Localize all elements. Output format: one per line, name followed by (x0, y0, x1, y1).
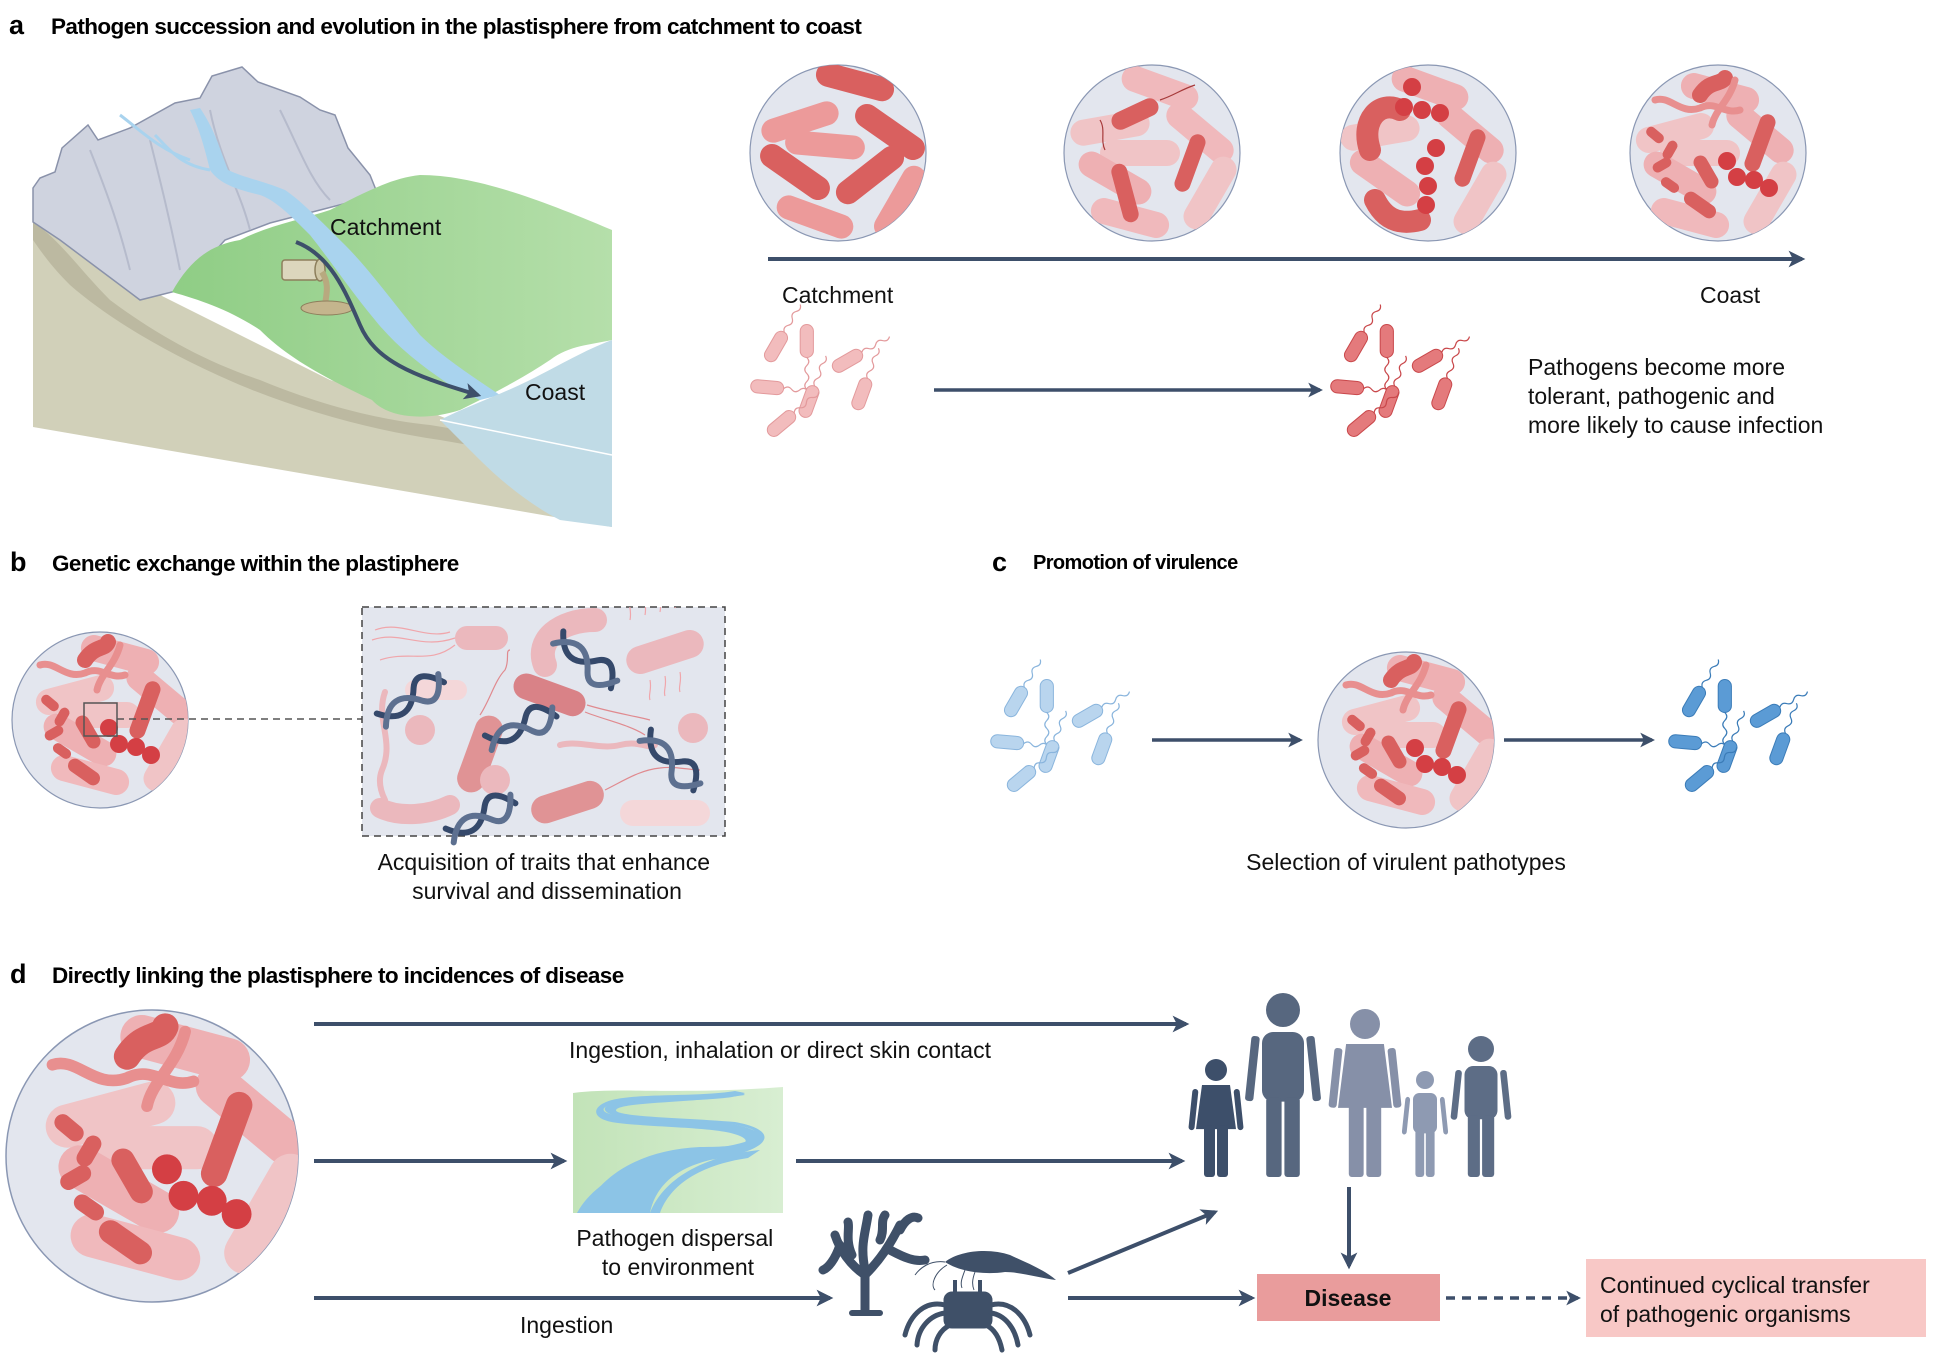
people-group-icon (1188, 993, 1512, 1177)
dna-strands (373, 628, 704, 846)
person-icon (1245, 993, 1321, 1177)
bacterium-icon (1716, 710, 1745, 773)
green-land-icon (172, 175, 612, 417)
route-top-label: Ingestion, inhalation or direct skin con… (569, 1037, 992, 1063)
bacterium-icon (1411, 336, 1471, 373)
bacteria-cluster-virulent (1668, 659, 1809, 792)
panel-a: a Pathogen succession and evolution in t… (9, 10, 1823, 527)
bacterium-icon (990, 734, 1056, 751)
panel-d-title: Directly linking the plastisphere to inc… (52, 963, 624, 988)
dispersal-label: Pathogen dispersal to environment (576, 1225, 779, 1280)
river-environment-icon (573, 1087, 783, 1213)
person-icon (1450, 1036, 1512, 1177)
bacterium-icon (1346, 392, 1400, 437)
bacterium-icon (1343, 304, 1382, 363)
plastisphere-circle-d (5, 1009, 299, 1303)
catchment-landscape: Catchment Coast (32, 66, 613, 527)
bacterium-icon (1091, 702, 1120, 766)
outflow-pipe-icon (281, 258, 354, 316)
bacterium-icon (1003, 659, 1042, 718)
panel-b-letter: b (10, 547, 27, 577)
cyclical-label: Continued cyclical transfer of pathogeni… (1600, 1272, 1876, 1327)
person-icon (1401, 1071, 1449, 1177)
bacterium-icon (798, 355, 827, 418)
bacterium-icon (851, 347, 880, 411)
map-catchment-label: Catchment (330, 214, 442, 240)
dispersal-label-line-2: to environment (602, 1254, 755, 1280)
coral-icon (818, 1210, 930, 1316)
bacteria-cluster-after (1330, 304, 1471, 437)
crab-icon (902, 1280, 1033, 1353)
outcome-line-2: tolerant, pathogenic and (1528, 383, 1775, 409)
arrow-seafood-to-humans (1067, 1209, 1219, 1275)
map-coast-label: Coast (525, 379, 586, 405)
bacterium-icon (1684, 747, 1738, 792)
genetic-exchange-closeup (361, 606, 726, 846)
dispersal-label-line-1: Pathogen dispersal (576, 1225, 773, 1251)
disease-label: Disease (1305, 1285, 1392, 1311)
dna-icon (442, 791, 519, 846)
bacterium-icon (1431, 347, 1460, 411)
axis-end-label: Coast (1700, 282, 1761, 308)
bacterium-icon (1006, 747, 1060, 792)
flow-arrow (295, 240, 482, 400)
bacterium-icon (1769, 702, 1798, 766)
cocci-chain-icon (1395, 78, 1449, 214)
plastisphere-circle-b (11, 631, 189, 809)
bacterium-icon (1039, 679, 1054, 745)
route-bottom-label: Ingestion (520, 1312, 613, 1338)
stage-circle-1 (749, 64, 927, 242)
dna-icon (481, 704, 560, 754)
cyclical-label-line-1: Continued cyclical transfer (1600, 1272, 1870, 1298)
panel-b-caption-line-2: survival and dissemination (412, 878, 682, 904)
sea-icon (440, 340, 612, 527)
panel-b-caption-line-1: Acquisition of traits that enhance (378, 849, 710, 875)
dna-icon (636, 726, 704, 794)
bacteria-cluster-before (750, 304, 891, 437)
outcome-line-3: more likely to cause infection (1528, 412, 1823, 438)
panel-d-letter: d (10, 959, 27, 989)
bacterium-icon (763, 304, 802, 363)
panel-c: c Promotion of virulence Selection of vi… (990, 547, 1809, 875)
bacterium-icon (1749, 691, 1809, 728)
outcome-line-1: Pathogens become more (1528, 354, 1785, 380)
panel-c-letter: c (992, 547, 1007, 577)
disease-box: Disease (1257, 1274, 1440, 1321)
axis-start-label: Catchment (782, 282, 894, 308)
bacterium-icon (1038, 710, 1067, 773)
dna-icon (373, 671, 447, 730)
bacteria-cluster-nonvirulent (990, 659, 1131, 792)
dna-icon (550, 628, 621, 692)
panel-b: b Genetic exchange within the plastipher… (10, 547, 726, 904)
bacterium-icon (1071, 691, 1131, 728)
bacterium-icon (1379, 324, 1394, 390)
outcome-text: Pathogens become more tolerant, pathogen… (1528, 354, 1823, 438)
panel-a-letter: a (9, 10, 25, 40)
panel-d: d Directly linking the plastisphere to i… (5, 959, 1926, 1353)
bacterium-icon (1681, 659, 1720, 718)
cyclical-transfer-box: Continued cyclical transfer of pathogeni… (1586, 1259, 1926, 1337)
person-icon (1188, 1059, 1244, 1177)
stage-circle-3 (1339, 64, 1517, 242)
cyclical-label-line-2: of pathogenic organisms (1600, 1301, 1851, 1327)
panel-c-caption: Selection of virulent pathotypes (1246, 849, 1566, 875)
panel-b-title: Genetic exchange within the plastiphere (52, 551, 459, 576)
bacterium-icon (831, 336, 891, 373)
panel-b-caption: Acquisition of traits that enhance survi… (378, 849, 717, 904)
bacterium-icon (799, 324, 814, 390)
bacterium-icon (1378, 355, 1407, 418)
person-icon (1328, 1009, 1402, 1177)
mountain-icon (32, 66, 380, 301)
panel-a-title: Pathogen succession and evolution in the… (51, 14, 862, 39)
stage-circle-4 (1629, 64, 1807, 242)
stage-circle-2 (1063, 64, 1241, 242)
bacterium-icon (1717, 679, 1732, 745)
bacterium-icon (766, 392, 820, 437)
river-icon (190, 108, 500, 400)
panel-c-title: Promotion of virulence (1033, 552, 1238, 574)
shrimp-icon (914, 1250, 1056, 1291)
plastisphere-circle-c (1317, 651, 1495, 829)
soil-layer-icon (33, 222, 612, 527)
